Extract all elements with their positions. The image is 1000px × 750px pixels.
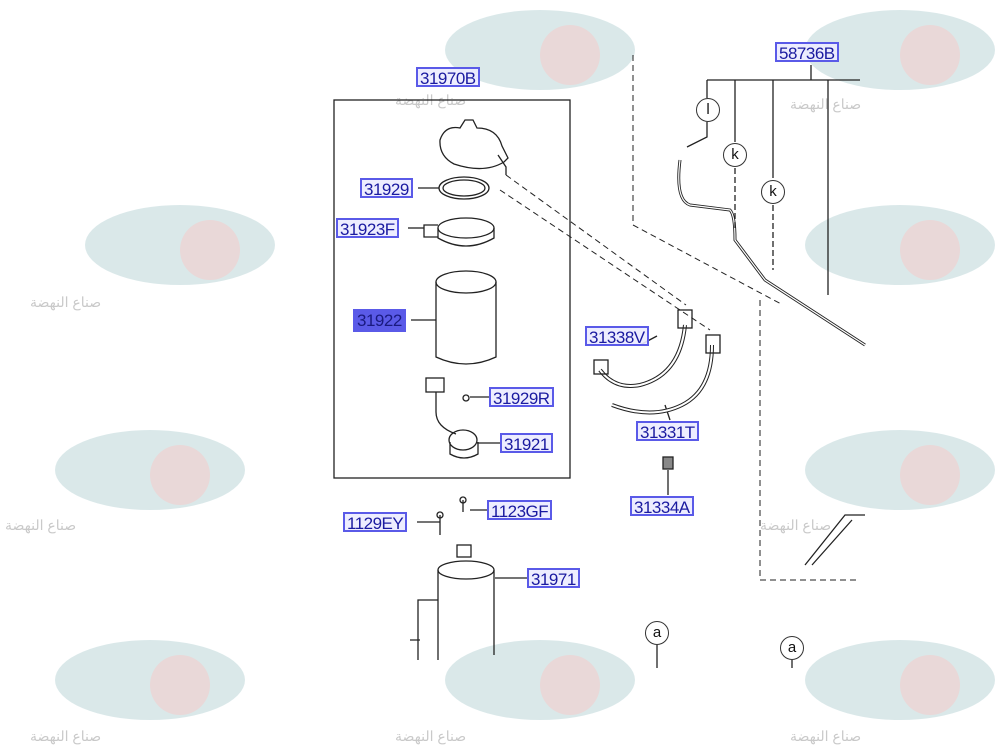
part-label-31922[interactable]: 31922 [353, 309, 406, 332]
filter-head-gasket-part [423, 217, 495, 247]
part-label-31971[interactable]: 31971 [527, 568, 580, 589]
callout-l: l [696, 98, 720, 122]
bracket-part [410, 496, 495, 660]
watermark-text: صناع النهضة [790, 728, 862, 744]
watermark-text: صناع النهضة [790, 96, 862, 112]
sensor-part [425, 377, 479, 459]
part-label-31929[interactable]: 31929 [360, 178, 413, 199]
watermark-text: صناع النهضة [395, 728, 467, 744]
tube-assembly-part [677, 65, 866, 566]
dashed-lines [499, 55, 860, 581]
part-label-31334a[interactable]: 31334A [630, 496, 694, 517]
callout-a: a [645, 621, 669, 645]
watermark-logo [445, 10, 635, 90]
o-ring-inner [442, 179, 486, 197]
fuel-hoses-part [593, 309, 721, 415]
watermark-logo [805, 205, 995, 285]
watermark-logo [805, 10, 995, 90]
callout-k: k [723, 143, 747, 167]
part-label-58736b[interactable]: 58736B [775, 42, 839, 63]
watermark-text: صناع النهضة [5, 517, 77, 533]
watermark-logo [805, 430, 995, 510]
part-label-31929r[interactable]: 31929R [489, 387, 554, 408]
part-label-31970b[interactable]: 31970B [416, 67, 480, 88]
callout-k: k [761, 180, 785, 204]
part-label-31921[interactable]: 31921 [500, 433, 553, 454]
watermark-text: صناع النهضة [30, 728, 102, 744]
filter-cartridge-part [435, 270, 497, 365]
watermark-logo [85, 205, 275, 285]
watermark-text: صناع النهضة [760, 517, 832, 533]
part-label-31923f[interactable]: 31923F [336, 218, 399, 239]
watermark-logo [55, 430, 245, 510]
assembly-frame [333, 99, 571, 479]
watermark-logo [55, 640, 245, 720]
o-ring-small-part [462, 394, 470, 402]
part-label-31338v[interactable]: 31338V [585, 326, 649, 347]
filter-head-part [439, 119, 509, 175]
part-label-1129ey[interactable]: 1129EY [343, 512, 408, 533]
part-label-1123gf[interactable]: 1123GF [487, 500, 553, 521]
watermark-text: صناع النهضة [30, 294, 102, 310]
watermark-logo [445, 640, 635, 720]
callout-a: a [780, 636, 804, 660]
watermark-logo [805, 640, 995, 720]
clamp-part [662, 456, 674, 470]
part-label-31331t[interactable]: 31331T [636, 421, 699, 442]
